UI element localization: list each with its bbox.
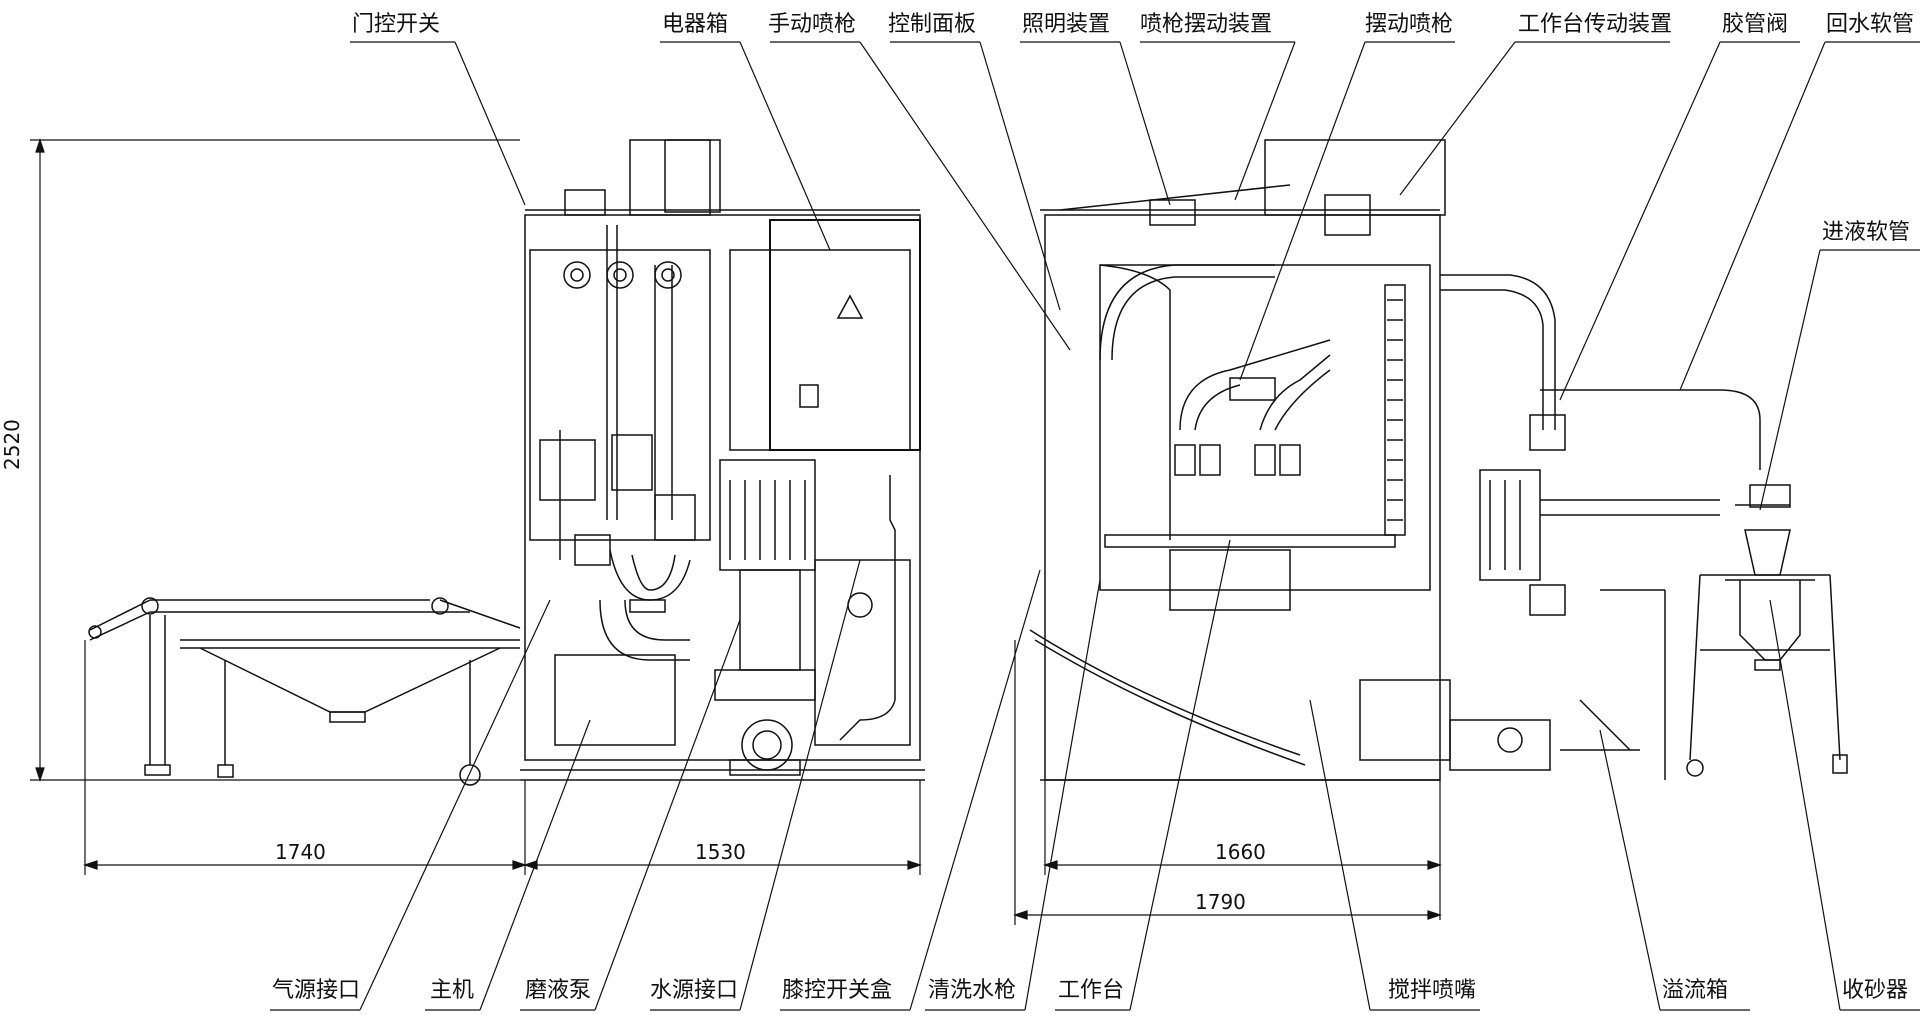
motor: [719, 459, 816, 571]
dimension-side-width-inner: 1660: [1215, 840, 1266, 864]
label-electrical-box: 电器箱: [662, 12, 729, 37]
side-view-machine: [1029, 139, 1761, 781]
label-wash-gun: 清洗水枪: [928, 978, 1017, 1003]
label-knee-switch-box: 膝控开关盒: [782, 978, 893, 1003]
label-main-unit: 主机: [430, 978, 475, 1003]
dimension-side-width-outer: 1790: [1195, 890, 1246, 914]
electrical-box: [769, 219, 921, 451]
label-door-switch: 门控开关: [352, 12, 441, 37]
dimension-height: 2520: [0, 419, 24, 470]
label-swing-spray-gun: 摆动喷枪: [1365, 12, 1454, 37]
label-control-panel: 控制面板: [888, 12, 977, 37]
leader-lines: [270, 41, 1920, 1011]
label-mixing-nozzle: 搅拌喷嘴: [1388, 978, 1477, 1003]
dimension-conveyor-length: 1740: [275, 840, 326, 864]
label-water-inlet: 水源接口: [650, 978, 739, 1003]
label-slurry-pump: 磨液泵: [525, 978, 592, 1003]
label-hose-valve: 胶管阀: [1722, 12, 1789, 37]
side-cabinet-frame: [1044, 214, 1441, 781]
dimension-main-width: 1530: [695, 840, 746, 864]
label-sand-collector: 收砂器: [1842, 978, 1909, 1003]
label-air-inlet: 气源接口: [272, 978, 361, 1003]
label-lighting: 照明装置: [1022, 12, 1111, 37]
swing-gun-block: [1229, 377, 1276, 401]
front-view-main-machine: [520, 139, 925, 781]
sand-collector: [1686, 484, 1848, 777]
label-table-drive: 工作台传动装置: [1518, 12, 1673, 37]
label-inlet-hose: 进液软管: [1822, 220, 1911, 245]
dimension-lines: [30, 138, 1442, 925]
label-return-hose: 回水软管: [1826, 12, 1915, 37]
label-worktable: 工作台: [1058, 978, 1125, 1003]
label-overflow-tank: 溢流箱: [1662, 978, 1729, 1003]
label-manual-spray-gun: 手动喷枪: [768, 12, 857, 37]
conveyor: [88, 597, 521, 786]
label-gun-swing-device: 喷枪摆动装置: [1140, 12, 1273, 37]
slurry-pump-body: [741, 719, 793, 771]
main-cabinet-frame: [524, 214, 921, 761]
